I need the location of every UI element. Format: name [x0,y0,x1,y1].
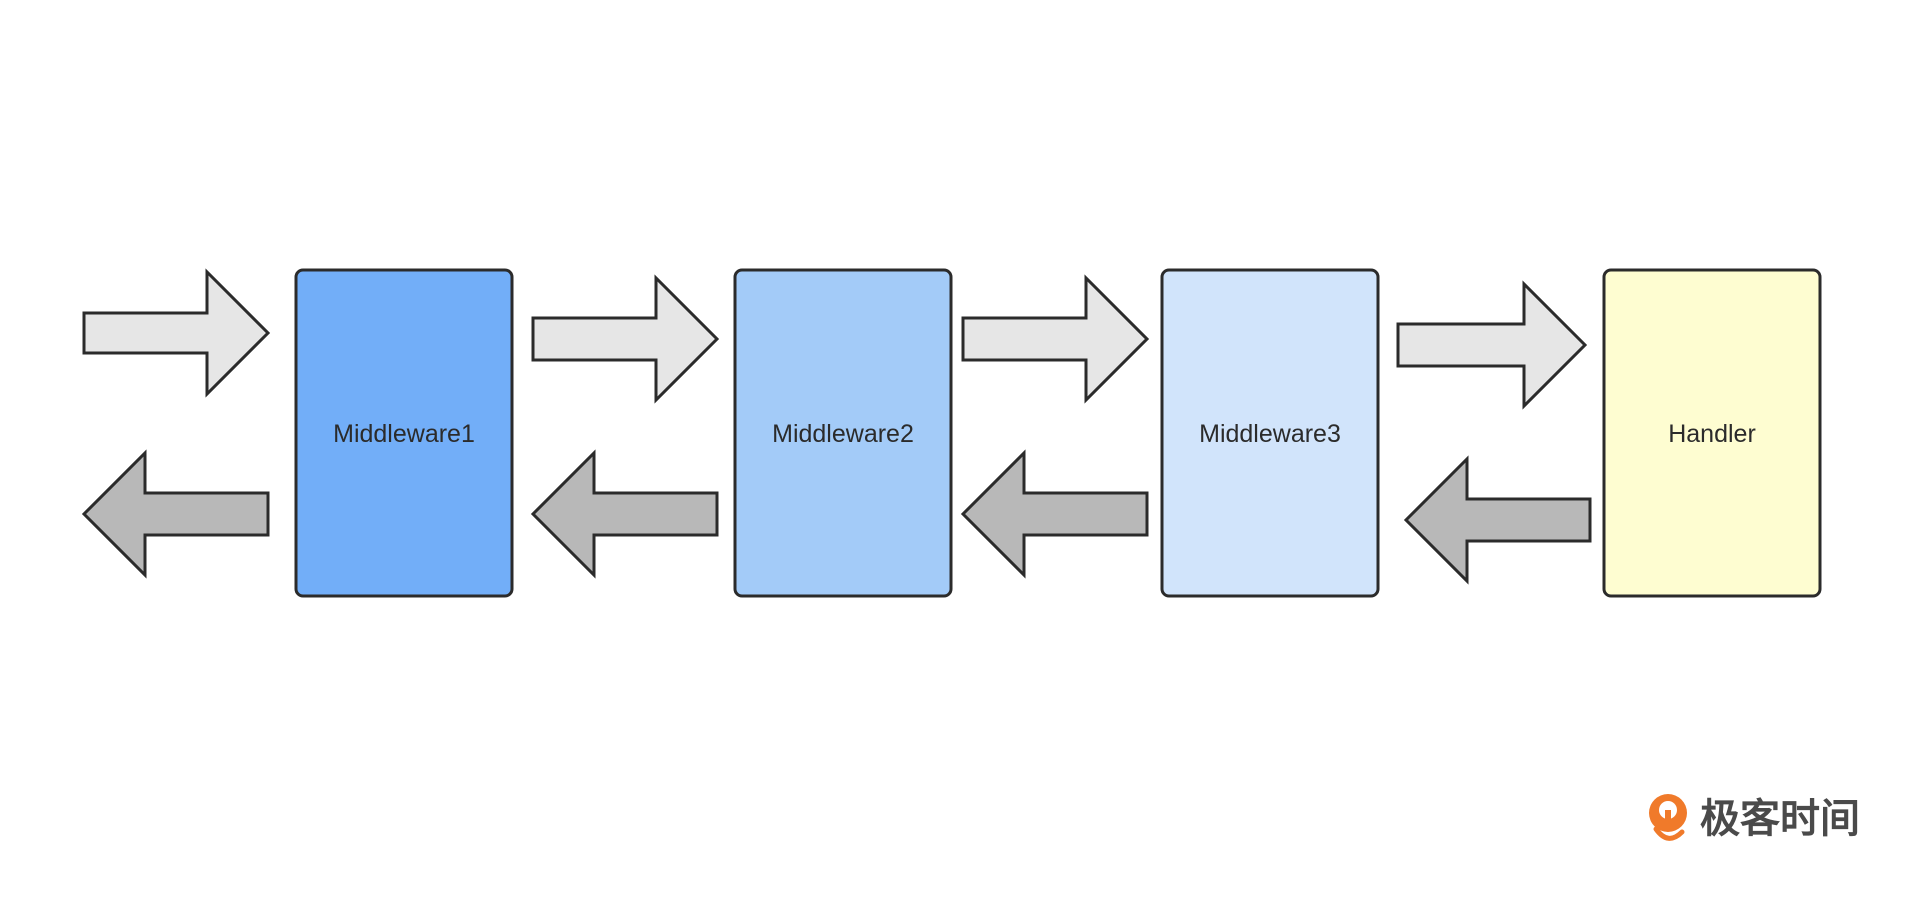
forward-arrow-3 [961,274,1150,404]
brand-logo: 极客时间 [1649,794,1860,842]
middleware2-box [733,268,953,598]
middleware3-label: Middleware3 [1199,420,1341,448]
forward-arrow-4 [1396,280,1588,410]
backward-arrow-2 [530,449,719,579]
brand-name: 极客时间 [1700,796,1860,842]
brand-logo-icon [1649,794,1687,841]
backward-arrow-3 [960,449,1149,579]
handler-label: Handler [1668,420,1756,448]
middleware1-box [294,268,514,598]
handler-box [1602,268,1822,598]
forward-arrow-2 [531,274,720,404]
middleware2-label: Middleware2 [772,420,914,448]
middleware1-label: Middleware1 [333,420,475,448]
middleware3-box [1160,268,1380,598]
forward-arrow-1 [82,268,271,398]
backward-arrow-1 [81,449,270,579]
backward-arrow-4 [1403,455,1592,585]
